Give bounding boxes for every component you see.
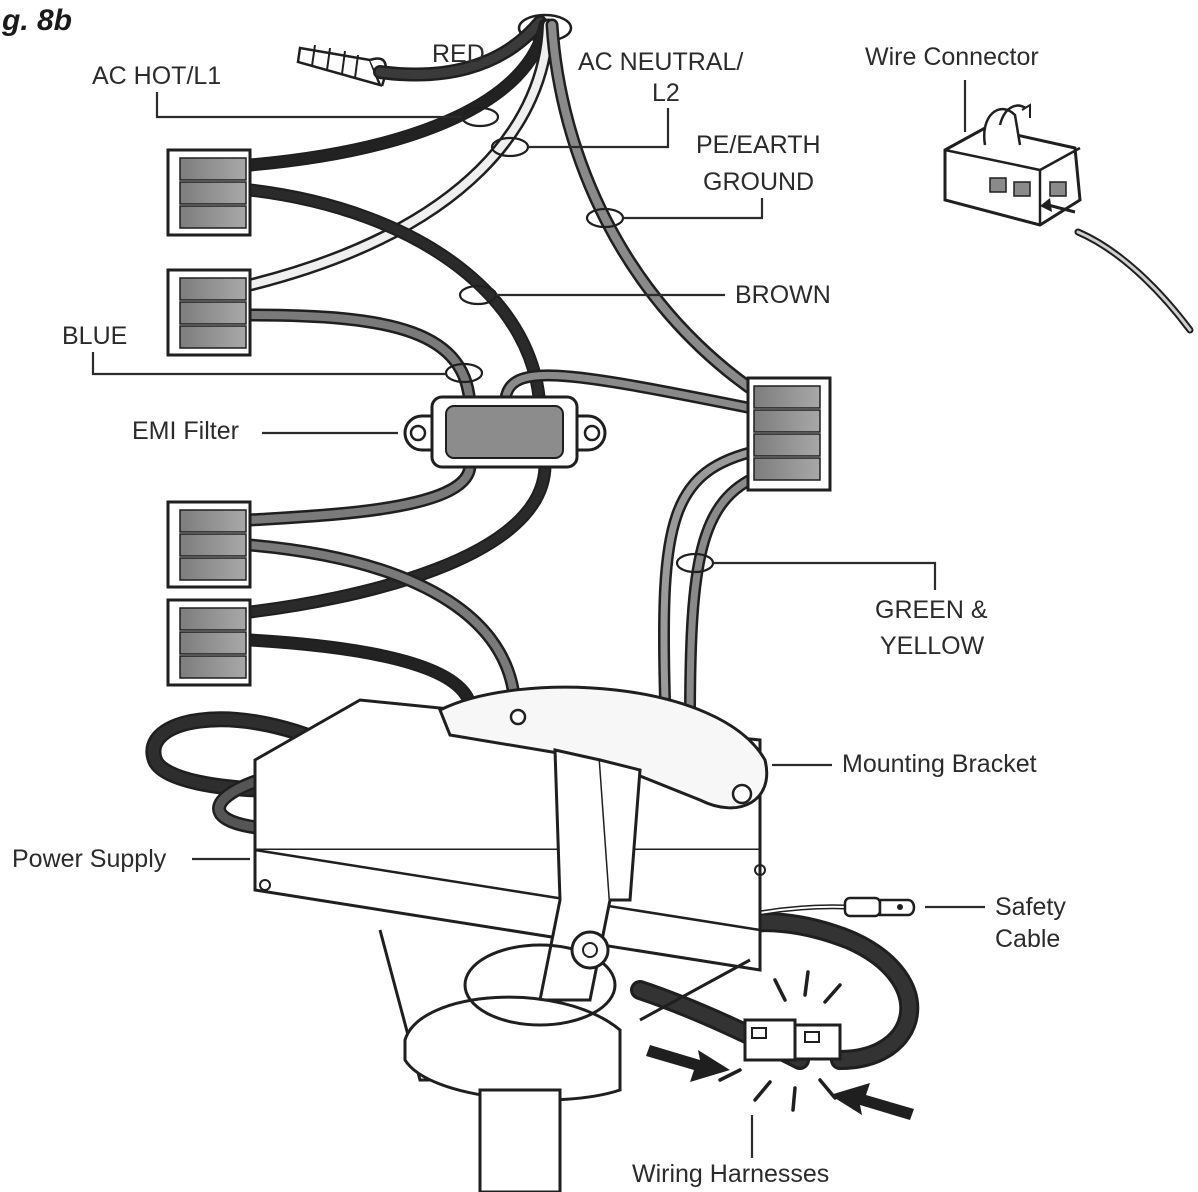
label-safety-cable-line2: Cable — [995, 925, 1060, 953]
label-ac-neutral-line1: AC NEUTRAL/ — [578, 48, 743, 76]
arrow-right-icon — [646, 1045, 730, 1082]
label-ac-hot: AC HOT/L1 — [92, 62, 221, 90]
label-power-supply: Power Supply — [12, 845, 167, 873]
arrow-left-icon — [830, 1083, 914, 1120]
figure-label: g. 8b — [1, 4, 72, 37]
wire-nut-icon — [296, 44, 387, 87]
lever-connector-3 — [166, 500, 252, 589]
lever-connector-right — [746, 376, 832, 492]
label-green-yellow-line1: GREEN & — [875, 596, 988, 624]
label-mounting-bracket: Mounting Bracket — [842, 750, 1037, 778]
push-arrows — [646, 1045, 914, 1120]
label-safety-cable-line1: Safety — [995, 893, 1066, 921]
lever-connector-4 — [166, 598, 252, 687]
wires — [145, 15, 1194, 1070]
emi-filter — [403, 395, 607, 469]
lever-connectors-left — [166, 148, 252, 687]
lever-connector-1 — [166, 148, 252, 237]
label-ac-neutral-line2: L2 — [652, 79, 680, 107]
leader-lines — [91, 80, 985, 1158]
label-blue: BLUE — [62, 322, 127, 350]
label-wire-connector: Wire Connector — [865, 43, 1039, 71]
label-wiring-harnesses: Wiring Harnesses — [632, 1160, 829, 1188]
wire-connector-detail — [943, 103, 1082, 227]
lever-connector-2 — [166, 268, 252, 357]
label-pe-earth-line2: GROUND — [703, 168, 814, 196]
label-green-yellow-line2: YELLOW — [880, 632, 985, 660]
wire-rings — [444, 106, 715, 574]
safety-cable-end-icon — [843, 896, 916, 918]
labels: RED AC HOT/L1 AC NEUTRAL/ L2 PE/EARTH GR… — [12, 40, 1066, 1188]
label-brown: BROWN — [735, 281, 831, 309]
fixture-stem — [403, 930, 622, 1192]
label-pe-earth-line1: PE/EARTH — [696, 131, 821, 159]
label-emi-filter: EMI Filter — [132, 417, 239, 445]
harness-plug-icon — [743, 1018, 842, 1062]
label-red: RED — [432, 40, 485, 68]
